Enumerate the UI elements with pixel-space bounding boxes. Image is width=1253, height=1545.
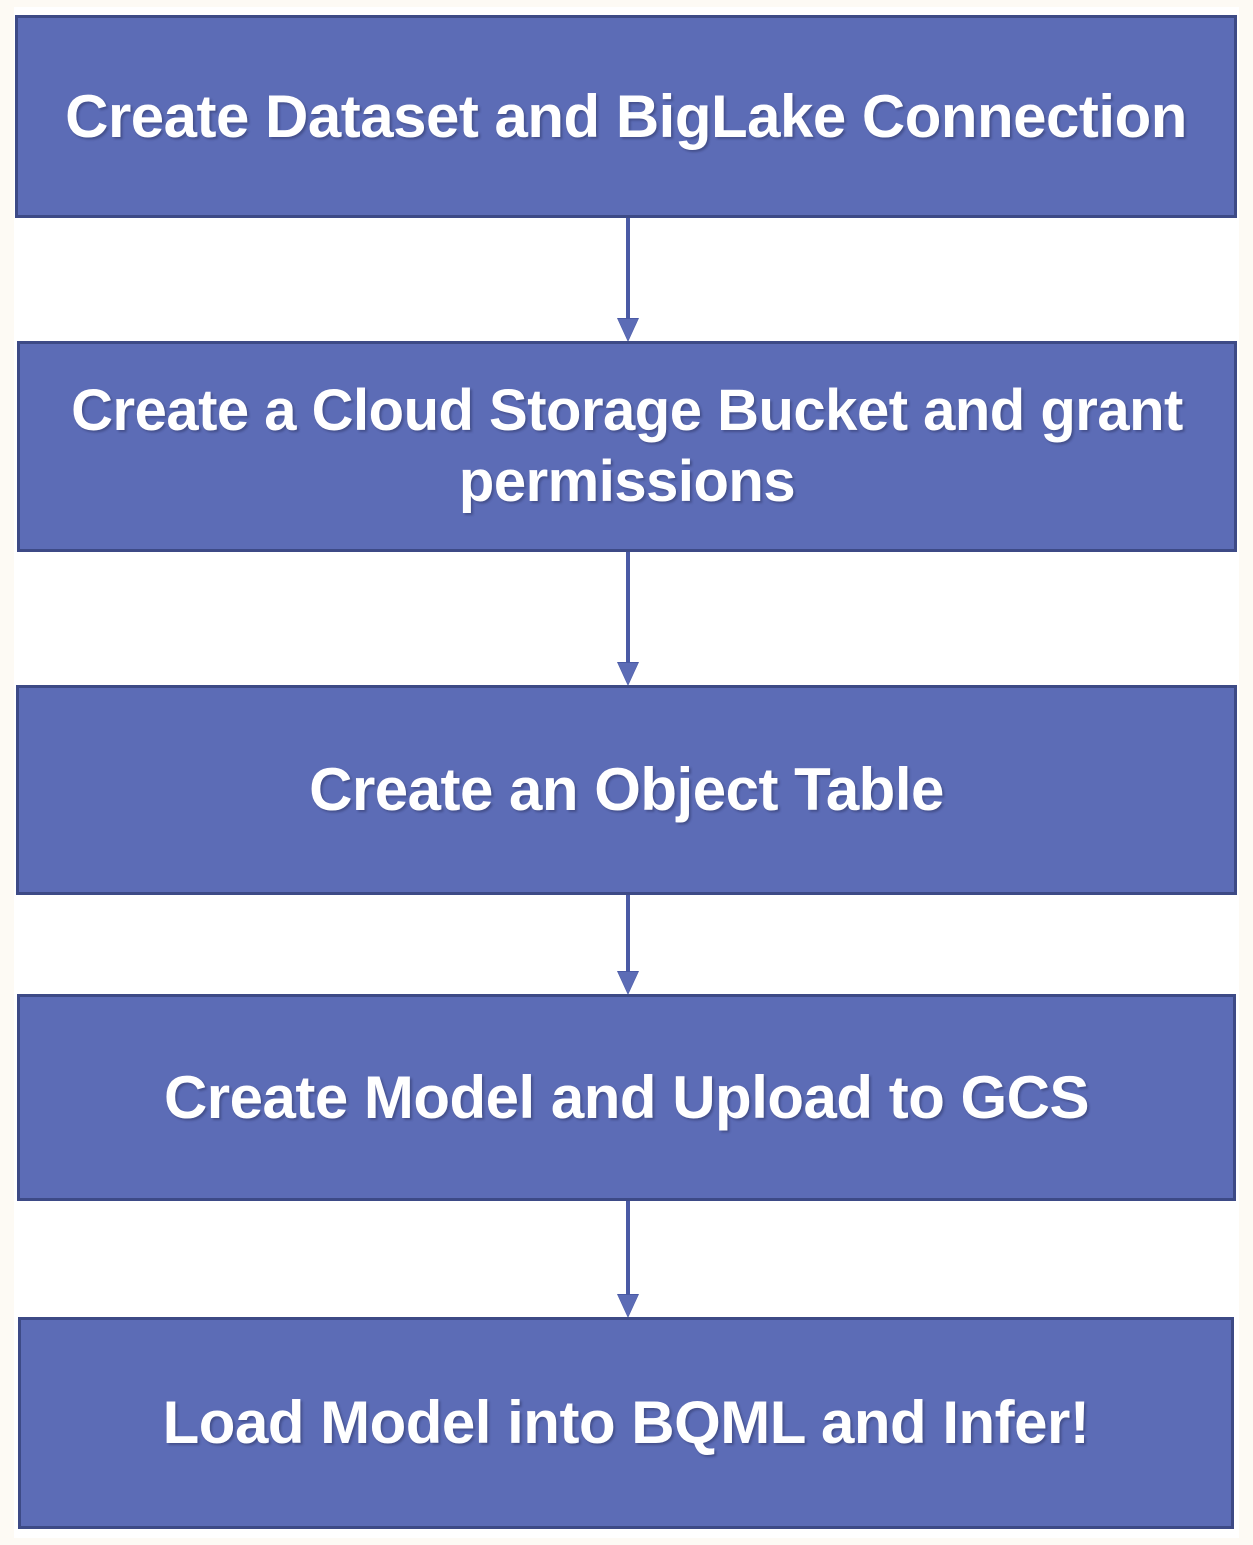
flow-node-create-model-and-upload-to-gcs[interactable]: Create Model and Upload to GCS (17, 994, 1236, 1201)
flow-node-create-dataset-and-biglake-connection[interactable]: Create Dataset and BigLake Connection (15, 15, 1237, 218)
flow-node-label: Load Model into BQML and Infer! (162, 1389, 1090, 1457)
flow-node-create-an-object-table[interactable]: Create an Object Table (16, 685, 1237, 895)
flow-node-create-cloud-storage-bucket-and-grant-permissions[interactable]: Create a Cloud Storage Bucket and grant … (17, 341, 1237, 552)
connector-node1-to-node2 (617, 218, 639, 342)
connector-node2-to-node3 (617, 552, 639, 686)
connector-line (626, 895, 630, 974)
flow-node-label: Create a Cloud Storage Bucket and grant … (71, 377, 1183, 514)
flow-node-label: Create an Object Table (309, 756, 944, 824)
arrow-down-icon (618, 663, 638, 685)
flow-node-label: Create Dataset and BigLake Connection (65, 82, 1187, 150)
flow-node-load-model-into-bqml-and-infer[interactable]: Load Model into BQML and Infer! (18, 1317, 1234, 1529)
connector-node4-to-node5 (617, 1201, 639, 1318)
arrow-down-icon (618, 972, 638, 994)
flow-node-label: Create Model and Upload to GCS (163, 1063, 1090, 1131)
connector-node3-to-node4 (617, 895, 639, 995)
arrow-down-icon (618, 1295, 638, 1317)
connector-line (626, 1201, 630, 1297)
connector-line (626, 218, 630, 321)
connector-line (626, 552, 630, 665)
arrow-down-icon (618, 319, 638, 341)
